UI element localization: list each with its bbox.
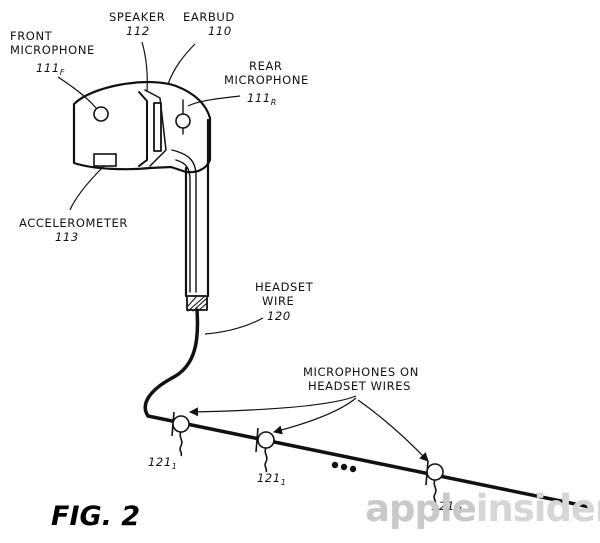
earbud-line1: EARBUD (183, 10, 235, 24)
earbud-drawing (72, 80, 212, 312)
headset-wire-label: HEADSET WIRE 120 (255, 280, 314, 323)
rear-mic-line2: MICROPHONE (224, 73, 309, 87)
rear-mic-line1: REAR (249, 59, 283, 73)
wire-mics-line2: HEADSET WIRES (308, 379, 411, 393)
wire-mic-2-ref: 1211 (257, 471, 286, 487)
wire-mics-line1: MICROPHONES ON (303, 365, 419, 379)
wire-microphones-label: MICROPHONES ON HEADSET WIRES (303, 365, 419, 393)
wire-microphone-m (425, 460, 444, 505)
watermark-part2: insider (476, 487, 600, 530)
wire-microphone-1 (171, 411, 190, 457)
stem-inner-wires (171, 149, 197, 293)
earbud-ref: 110 (208, 24, 232, 38)
wire-mic-m-ref: 121M (431, 499, 462, 515)
earbud-leader (167, 43, 196, 85)
accelerometer-label: ACCELEROMETER 113 (19, 216, 128, 244)
figure-title: FIG. 2 (51, 501, 140, 532)
speaker-line1: SPEAKER (109, 10, 165, 24)
accelerometer-line1: ACCELEROMETER (19, 216, 128, 230)
speaker-housing (138, 91, 148, 167)
front-mic-leader (57, 76, 97, 109)
speaker-ref: 112 (126, 24, 150, 38)
earbud-shell (72, 80, 212, 174)
earbud-stem (184, 118, 210, 298)
stem-collar-hatch (187, 296, 208, 312)
front-mic-line1: FRONT (10, 29, 53, 43)
wire-mic-1-ref: 1211 (148, 455, 177, 471)
headset-wire-line2: WIRE (262, 294, 294, 308)
accelerometer-chip (93, 153, 117, 167)
front-microphone-icon (93, 106, 109, 122)
arrow-to-mic-m (357, 399, 429, 462)
earbud-label: EARBUD 110 (183, 10, 235, 38)
wire-microphone-2 (255, 427, 275, 473)
speaker-leader (141, 41, 148, 93)
accelerometer-leader (69, 165, 105, 211)
speaker-label: SPEAKER 112 (109, 10, 165, 38)
headset-wire-leader (204, 317, 264, 335)
front-mic-line2: MICROPHONE (10, 43, 95, 57)
headset-wire (143, 308, 592, 509)
earbud-inner-contour (144, 89, 167, 167)
speaker-driver (153, 102, 162, 152)
appleinsider-watermark: appleinsider (365, 487, 600, 530)
leader-lines (57, 41, 429, 462)
headset-wire-ref: 120 (267, 309, 291, 323)
ellipsis-dots (331, 461, 357, 473)
arrow-to-mic-2 (273, 397, 357, 435)
arrow-to-mic-1 (189, 395, 357, 417)
front-microphone-label: FRONT MICROPHONE 111F (10, 29, 95, 77)
accelerometer-ref: 113 (55, 230, 79, 244)
front-mic-ref: 111F (36, 61, 65, 77)
rear-mic-label-leader (187, 95, 241, 107)
rear-microphone-label: REAR MICROPHONE 111R (224, 59, 309, 107)
headset-wire-line1: HEADSET (255, 280, 314, 294)
rear-mic-ref: 111R (247, 91, 277, 107)
rear-microphone-icon (175, 113, 191, 129)
watermark-part1: apple (365, 487, 476, 530)
